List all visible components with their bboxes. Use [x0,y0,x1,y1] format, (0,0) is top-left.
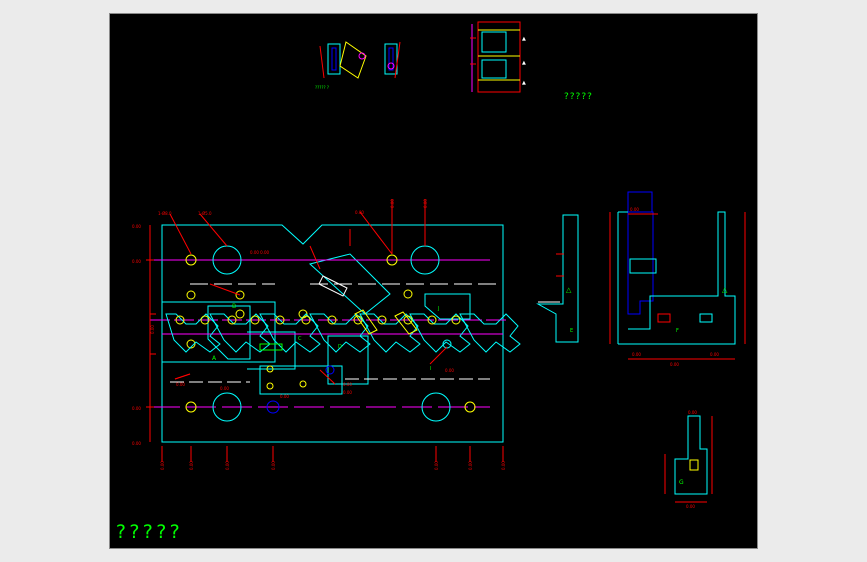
svg-text:E: E [570,328,573,334]
svg-text:1-Ø5.0: 1-Ø5.0 [198,211,212,216]
cad-drawing: ????? ? ▲ ▲ ▲ [132,21,746,509]
svg-text:0.00: 0.00 [434,461,439,470]
svg-text:0.00: 0.00 [445,368,454,373]
side-view-small: G 0.00 0.00 [664,410,713,509]
main-die-plate: A B C D J I [132,199,521,470]
svg-text:▲: ▲ [522,60,526,66]
svg-text:0.00: 0.00 [132,224,141,229]
cad-drawing-canvas: ????? ? ▲ ▲ ▲ [109,13,758,549]
svg-text:0.00: 0.00 [343,390,352,395]
svg-text:▲: ▲ [522,80,526,86]
svg-text:0.00: 0.00 [176,382,185,387]
svg-text:C: C [298,336,302,342]
svg-text:0.00: 0.00 [280,394,289,399]
svg-text:0.00: 0.00 [423,199,428,208]
detail-view-top-left: ????? ? [315,41,401,90]
svg-text:0.00: 0.00 [468,461,473,470]
svg-text:0.00: 0.00 [632,352,641,357]
svg-text:▲: ▲ [522,36,526,42]
svg-text:0.00: 0.00 [132,441,141,446]
svg-text:0.00: 0.00 [189,461,194,470]
side-view-u-shape: △ F 0.00 0.00 0.00 0.00 [609,191,746,367]
svg-text:0.00: 0.00 [271,461,276,470]
svg-text:G: G [679,479,684,486]
svg-text:0.00: 0.00 [686,504,695,509]
svg-text:0.00: 0.00 [132,406,141,411]
svg-text:0.00: 0.00 [630,207,639,212]
svg-text:0.00: 0.00 [225,461,230,470]
svg-text:0.00: 0.00 [390,199,395,208]
svg-text:I: I [430,366,431,372]
svg-text:0.00: 0.00 [710,352,719,357]
drawing-title-block-text: ????? [115,521,183,543]
svg-text:0.00: 0.00 [220,386,229,391]
svg-text:????? ?: ????? ? [315,85,329,90]
side-view-narrow: △ E [536,214,579,343]
svg-text:0.00: 0.00 [132,259,141,264]
svg-text:A: A [212,355,217,362]
svg-text:△: △ [566,286,572,294]
svg-text:J: J [437,306,439,312]
drawing-note-top: ????? [564,92,593,102]
svg-text:1-Ø8.0: 1-Ø8.0 [158,211,172,216]
svg-text:0.00 0.00: 0.00 0.00 [250,250,270,255]
svg-text:0.00: 0.00 [150,325,155,334]
svg-text:△: △ [722,286,728,294]
svg-text:0.00: 0.00 [343,382,352,387]
svg-text:0.00: 0.00 [160,461,165,470]
svg-text:0.00: 0.00 [688,410,697,415]
detail-view-top-right: ▲ ▲ ▲ [470,21,526,93]
svg-text:B: B [232,303,236,310]
svg-text:F: F [676,328,679,334]
svg-text:0.00: 0.00 [355,210,364,215]
svg-text:D: D [338,344,342,350]
svg-text:0.00: 0.00 [670,362,679,367]
svg-text:0.00: 0.00 [501,461,506,470]
